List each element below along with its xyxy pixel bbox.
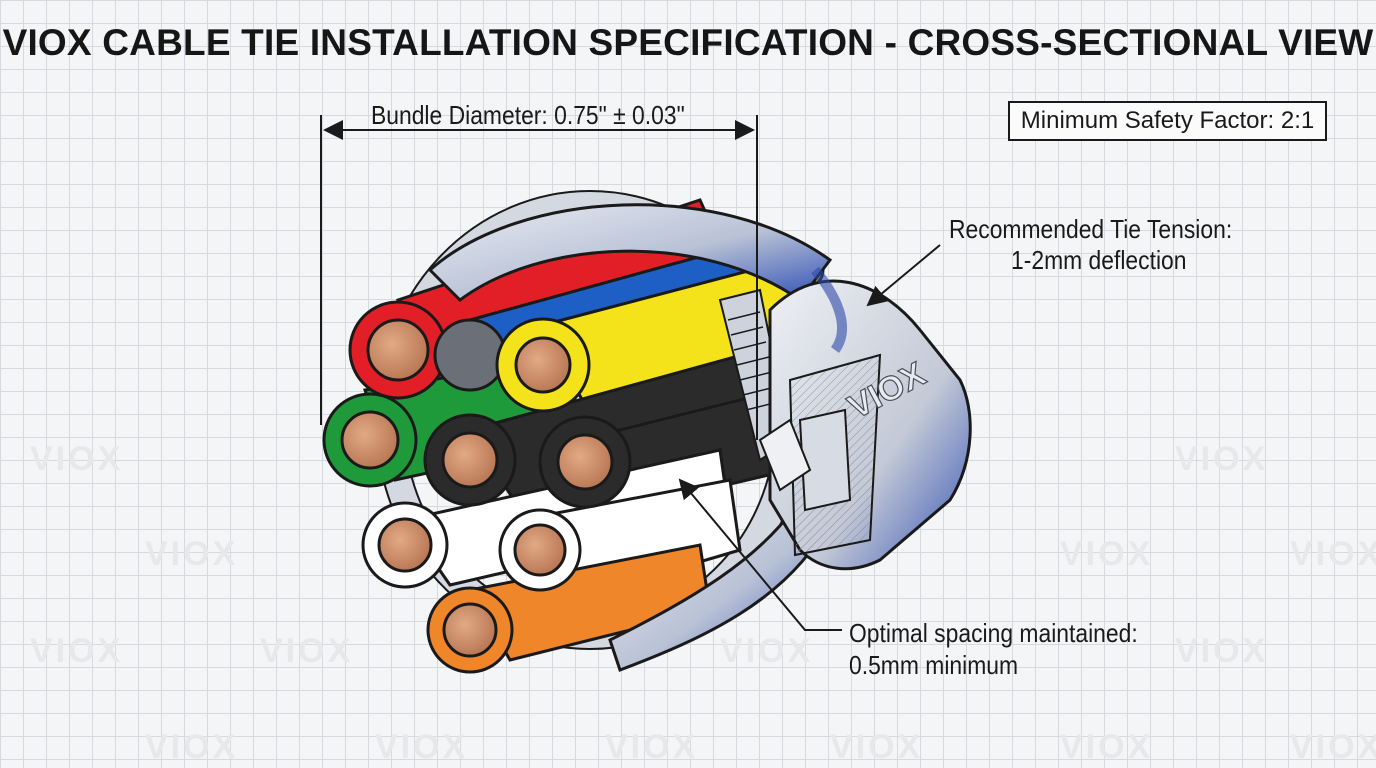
cable-tie-head — [758, 266, 972, 571]
watermark: VIOX — [145, 728, 239, 766]
grey-cable — [433, 318, 507, 392]
watermark: VIOX — [1290, 728, 1376, 766]
watermark: VIOX — [30, 632, 124, 670]
cable-end-faces — [322, 213, 825, 674]
spacing-value: 0.5mm minimum — [849, 650, 1019, 680]
watermark: VIOX — [1060, 535, 1154, 573]
bundle-diameter-label: Bundle Diameter: 0.75" ± 0.03" — [371, 100, 685, 130]
tension-value: 1-2mm deflection — [1011, 245, 1187, 275]
watermark: VIOX — [830, 728, 924, 766]
tension-leader — [866, 244, 941, 307]
watermark: VIOX — [605, 728, 699, 766]
spacing-label: Optimal spacing maintained: — [849, 618, 1138, 648]
watermark: VIOX — [720, 632, 814, 670]
safety-factor-box: Minimum Safety Factor: 2:1 — [1008, 101, 1327, 141]
watermark: VIOX — [260, 632, 354, 670]
watermark: VIOX — [30, 440, 124, 478]
page-title: VIOX CABLE TIE INSTALLATION SPECIFICATIO… — [2, 22, 1374, 63]
watermark: VIOX — [1175, 440, 1269, 478]
watermark: VIOX — [145, 535, 239, 573]
tension-label: Recommended Tie Tension: — [949, 214, 1233, 244]
bundle-diameter-dimension — [320, 115, 758, 440]
spacing-leader — [678, 478, 842, 631]
watermark: VIOX — [1060, 728, 1154, 766]
watermark: VIOX — [375, 728, 469, 766]
watermark: VIOX — [1175, 632, 1269, 670]
watermark: VIOX — [1290, 535, 1376, 573]
